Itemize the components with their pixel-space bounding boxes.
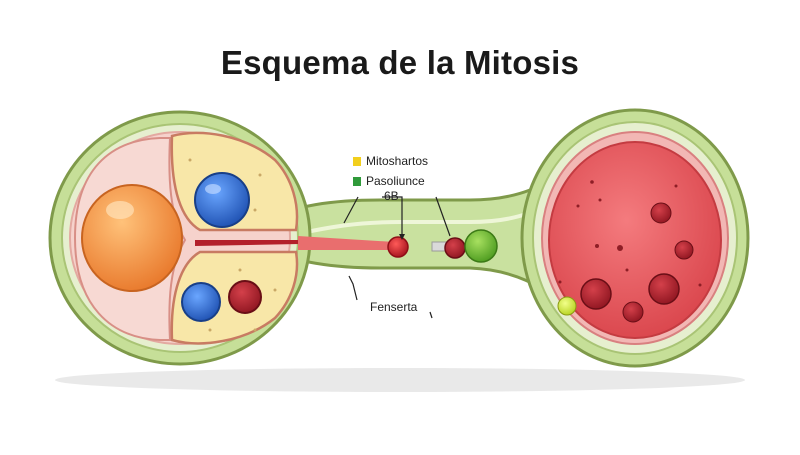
- label-bottom: Fenserta: [370, 300, 418, 314]
- legend-item-mitoshartos: Mitoshartos: [353, 151, 428, 171]
- spindle-fiber-bridge: [298, 236, 395, 250]
- lime-organelle: [557, 296, 577, 316]
- leader-top-left: [343, 196, 359, 224]
- leader-top-right: [435, 196, 451, 237]
- legend-item-pasoliunce: Pasoliunce: [353, 171, 428, 191]
- blue-chromatid-small: [181, 282, 221, 322]
- right-speckles: [558, 180, 702, 287]
- orange-nucleus-highlight: [106, 201, 134, 219]
- dark-red-molecule: [444, 237, 466, 259]
- blue-chromatid-large-highlight: [205, 184, 221, 194]
- right-organelle-2: [674, 240, 694, 260]
- page-title: Esquema de la Mitosis: [220, 44, 580, 81]
- right-organelle-5: [622, 301, 644, 323]
- leader-lines: [343, 196, 451, 319]
- orange-nucleus: [81, 184, 183, 292]
- red-molecule: [387, 236, 409, 258]
- right-organelle-1: [650, 202, 672, 224]
- green-molecule: [464, 229, 498, 263]
- spindle-fiber-left: [195, 240, 300, 246]
- blue-chromatid-large: [194, 172, 250, 228]
- red-chromatid-left: [228, 280, 262, 314]
- leader-bottom-right: [429, 311, 433, 319]
- legend-label: Pasoliunce: [366, 174, 425, 188]
- speckles: [183, 158, 277, 332]
- right-organelle-3: [648, 273, 680, 305]
- legend-label: Mitoshartos: [366, 154, 429, 168]
- leader-top-center: [382, 196, 403, 238]
- legend: Mitoshartos Pasoliunce: [353, 151, 428, 191]
- legend-swatch-yellow: [353, 156, 361, 166]
- label-top: 6B: [384, 189, 399, 203]
- arrowhead-center: [399, 234, 405, 240]
- ground-shadow: [55, 368, 745, 392]
- legend-swatch-green: [353, 176, 361, 186]
- leader-bottom: [348, 275, 358, 301]
- right-organelle-4: [580, 278, 612, 310]
